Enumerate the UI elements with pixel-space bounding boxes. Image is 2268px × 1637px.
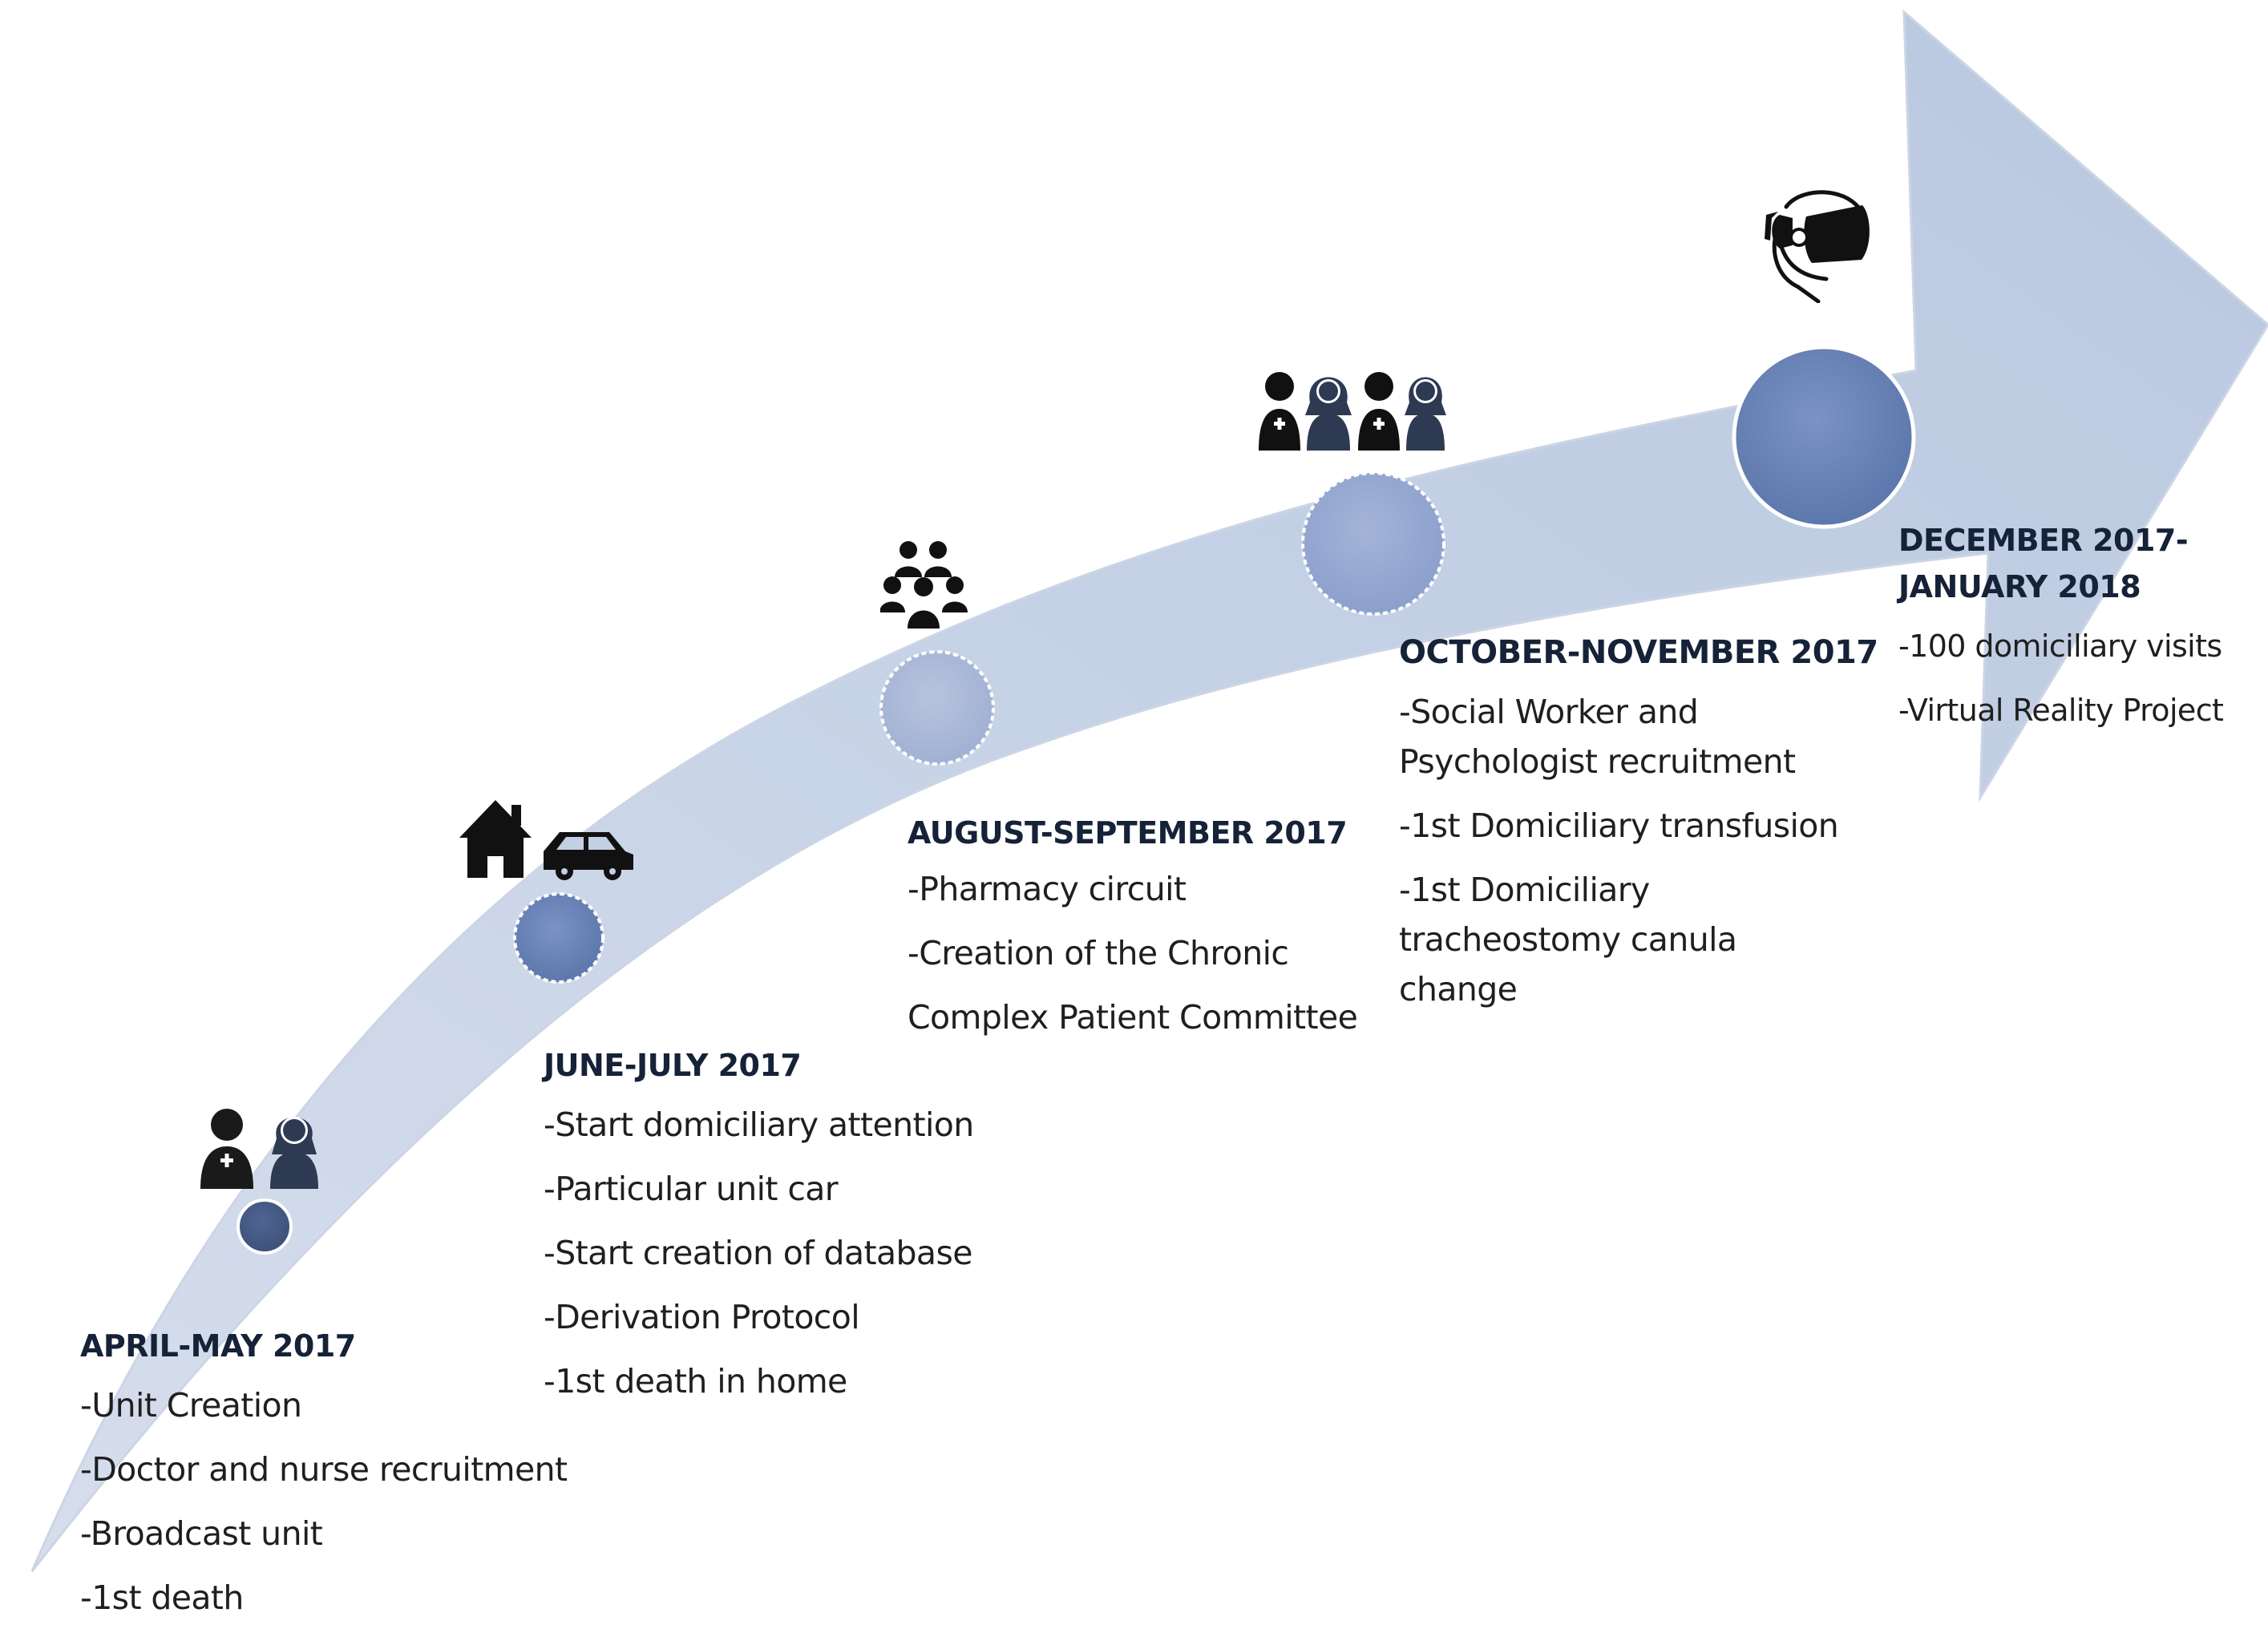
milestone-item: Complex Patient Committee (908, 998, 1358, 1037)
milestone-items: -Social Worker and Psychologist recruitm… (1399, 687, 1839, 1014)
milestone-item: -1st death (80, 1578, 244, 1617)
milestone-title-line1: DECEMBER 2017- (1898, 523, 2189, 558)
group-of-people-icon (880, 541, 968, 629)
milestone-node-august-september (879, 650, 995, 766)
milestone-items: -Start domiciliary attention -Particular… (544, 1100, 974, 1406)
milestone-title: AUGUST-SEPTEMBER 2017 (908, 815, 1348, 851)
milestone-december-january: DECEMBER 2017- JANUARY 2018 -100 domicil… (1898, 517, 2224, 750)
milestone-item: -Virtual Reality Project (1898, 693, 2224, 728)
house-and-car-icon (459, 800, 633, 880)
milestone-item: -Derivation Protocol (544, 1298, 860, 1336)
team-of-four-icon (1259, 372, 1446, 451)
milestone-title: JUNE-JULY 2017 (544, 1048, 802, 1083)
milestone-item: -Particular unit car (544, 1170, 839, 1208)
milestone-item: -Broadcast unit (80, 1514, 323, 1553)
milestone-item: -Pharmacy circuit (908, 870, 1187, 908)
milestone-items: -Pharmacy circuit -Creation of the Chron… (908, 864, 1358, 1042)
milestone-item: -Start domiciliary attention (544, 1105, 974, 1144)
milestone-items: -100 domiciliary visits -Virtual Reality… (1898, 621, 2224, 735)
milestone-item: -Doctor and nurse recruitment (80, 1450, 568, 1489)
milestone-node-december-january (1732, 345, 1916, 529)
milestone-item: -1st death in home (544, 1362, 847, 1401)
milestone-item: -Unit Creation (80, 1386, 302, 1425)
milestone-title: APRIL-MAY 2017 (80, 1328, 356, 1364)
doctor-and-nurse-icon (200, 1109, 318, 1189)
milestone-items: -Unit Creation -Doctor and nurse recruit… (80, 1380, 568, 1623)
milestone-item: -Creation of the Chronic (908, 934, 1289, 972)
milestone-node-june-july (513, 892, 604, 984)
milestone-title: OCTOBER-NOVEMBER 2017 (1399, 634, 1878, 671)
milestone-item: -Start creation of database (544, 1234, 972, 1272)
milestone-item: -Social Worker and Psychologist recruitm… (1399, 693, 1796, 781)
milestone-august-september: AUGUST-SEPTEMBER 2017 -Pharmacy circuit … (908, 810, 1358, 1057)
milestone-item: -1st Domiciliary transfusion (1399, 806, 1839, 845)
timeline-arrow (30, 9, 2268, 1572)
milestone-node-april-may (237, 1198, 293, 1255)
milestone-node-october-november (1301, 471, 1445, 616)
milestone-item: -1st Domiciliary tracheostomy canula cha… (1399, 871, 1737, 1008)
vr-headset-icon (1765, 190, 1870, 303)
milestone-title-line2: JANUARY 2018 (1898, 569, 2141, 604)
milestone-item: -100 domiciliary visits (1898, 629, 2222, 664)
milestone-october-november: OCTOBER-NOVEMBER 2017 -Social Worker and… (1399, 629, 1878, 1029)
milestone-june-july: JUNE-JULY 2017 -Start domiciliary attent… (544, 1042, 974, 1421)
milestone-april-may: APRIL-MAY 2017 -Unit Creation -Doctor an… (80, 1323, 568, 1637)
